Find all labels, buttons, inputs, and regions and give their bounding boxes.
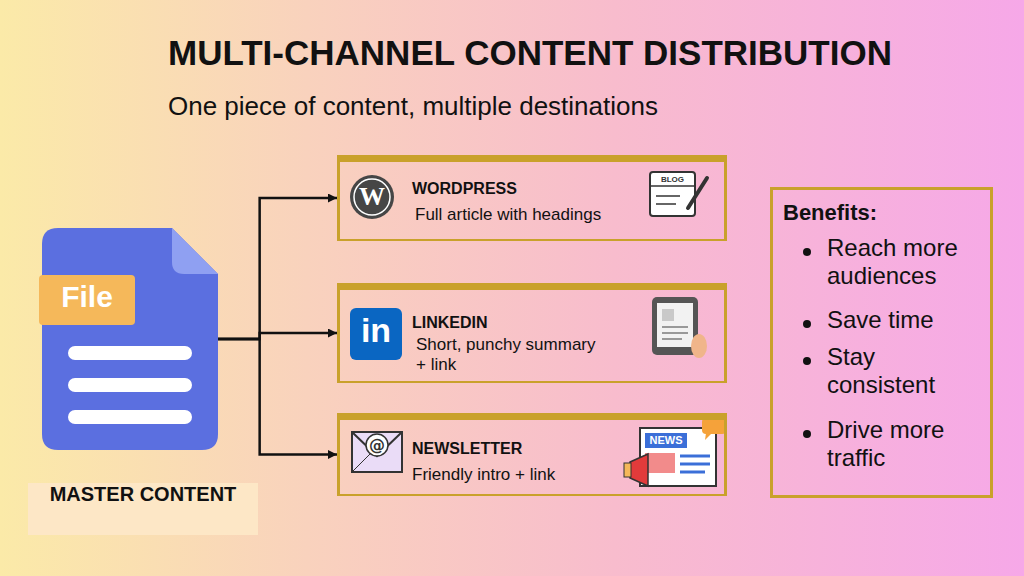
file-body bbox=[42, 228, 218, 450]
channel-description: Full article with headings bbox=[415, 205, 645, 225]
pencil bbox=[688, 178, 707, 208]
hand bbox=[691, 334, 707, 358]
megaphone-handle bbox=[624, 463, 631, 477]
at-badge bbox=[366, 434, 388, 456]
benefit-item: Reach more audiences bbox=[827, 234, 987, 290]
speech-bubble bbox=[702, 418, 726, 434]
wordpress-logo bbox=[350, 175, 394, 219]
megaphone bbox=[630, 454, 648, 486]
envelope-flap bbox=[352, 432, 402, 456]
channel-heading: WORDPRESS bbox=[412, 180, 517, 198]
source-box: MASTER CONTENT bbox=[28, 483, 258, 535]
source-label: MASTER CONTENT bbox=[28, 483, 258, 506]
tablet-line bbox=[662, 338, 682, 340]
benefit-item: Stay consistent bbox=[827, 343, 987, 399]
benefits-box: Benefits: Reach more audiencesSave timeSt… bbox=[770, 187, 993, 498]
file-tag bbox=[39, 275, 135, 325]
channel-heading: NEWSLETTER bbox=[412, 440, 522, 458]
subtitle: One piece of content, multiple destinati… bbox=[168, 91, 658, 122]
newspaper bbox=[640, 428, 716, 486]
file-line bbox=[68, 346, 192, 360]
diagram-title: MULTI-CHANNEL CONTENT DISTRIBUTION bbox=[30, 33, 1024, 73]
logo-letter: W bbox=[352, 182, 392, 212]
linkedin-logo bbox=[350, 308, 402, 360]
newspaper-photo bbox=[645, 453, 675, 473]
file-outline bbox=[42, 228, 218, 450]
arrow-connector bbox=[218, 198, 337, 339]
tablet-screen bbox=[657, 303, 693, 347]
benefit-item: Save time bbox=[827, 306, 987, 334]
channel-description: Friendly intro + link bbox=[412, 465, 642, 485]
icon-text: BLOG bbox=[650, 175, 695, 184]
benefit-item: Drive more traffic bbox=[827, 416, 987, 472]
channel-box: NEWSLETTER Friendly intro + link bbox=[337, 413, 727, 496]
newspaper-line bbox=[680, 463, 710, 466]
benefits-heading: Benefits: bbox=[783, 200, 877, 226]
logo-letter: in bbox=[350, 311, 402, 350]
blog-bar bbox=[650, 185, 695, 187]
document-icon: File bbox=[42, 228, 218, 450]
envelope bbox=[352, 432, 402, 472]
envelope-fold bbox=[352, 452, 372, 472]
icon-text: NEWS bbox=[645, 434, 687, 446]
newspaper-line bbox=[680, 471, 705, 474]
file-line bbox=[68, 378, 192, 392]
icon-text: @ bbox=[366, 436, 388, 455]
channel-box: WORDPRESS Full article with headings bbox=[337, 155, 727, 241]
channel-heading: LINKEDIN bbox=[412, 314, 488, 332]
speech-tail bbox=[705, 433, 712, 440]
blog-line bbox=[656, 195, 680, 197]
tablet-image bbox=[662, 309, 674, 321]
channel-description: Short, punchy summary + link bbox=[416, 335, 608, 375]
newspaper-line bbox=[680, 455, 710, 458]
arrow-connector bbox=[218, 339, 337, 455]
file-tag-text: File bbox=[42, 280, 132, 314]
newspaper-header bbox=[645, 433, 687, 448]
file-fold bbox=[172, 228, 218, 274]
tablet-line bbox=[662, 326, 688, 328]
tablet-line bbox=[662, 332, 688, 334]
blog-line bbox=[656, 203, 676, 205]
channel-box: LINKEDIN Short, punchy summary + link bbox=[337, 283, 727, 383]
file-line bbox=[68, 410, 192, 424]
arrow-connector bbox=[218, 333, 337, 339]
